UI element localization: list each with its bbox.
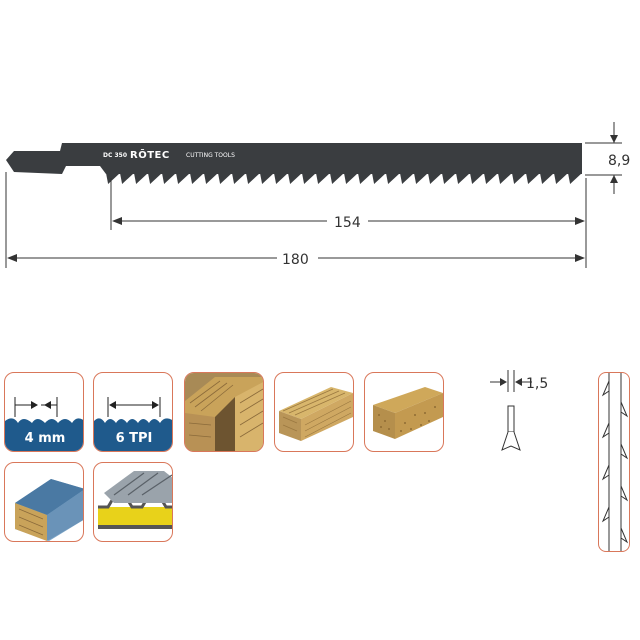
softwood-icon	[274, 372, 354, 452]
groove-wood-icon	[184, 372, 264, 452]
set-tooth	[601, 422, 610, 439]
blade-code: DC 350	[103, 152, 127, 159]
set-tooth	[620, 527, 629, 544]
set-tooth	[620, 443, 629, 460]
blade-teeth	[106, 173, 582, 184]
coated-board-icon	[4, 462, 84, 542]
blade-brand-suffix: CUTTING TOOLS	[186, 152, 235, 159]
total-length-dimension	[5, 172, 587, 268]
total-length-label: 180	[282, 252, 309, 268]
tooth-pitch-label: 4 mm	[24, 431, 66, 446]
sandwich-panel-icon	[93, 462, 173, 542]
thickness-diagram: 1,5	[490, 370, 548, 451]
set-teeth-icon	[598, 372, 630, 552]
thickness-label: 1,5	[526, 376, 548, 392]
set-tooth	[620, 401, 629, 418]
blade-drawing: DC 350 RŌTEC CUTTING TOOLS 8,9 154	[5, 122, 630, 268]
blade-body	[6, 143, 582, 174]
height-label: 8,9	[608, 153, 630, 169]
cut-length-label: 154	[334, 215, 361, 231]
set-tooth	[601, 380, 610, 397]
set-tooth	[620, 485, 629, 502]
tooth-pitch-icon: 4 mm	[4, 372, 84, 452]
tpi-label: 6 TPI	[115, 431, 153, 446]
set-tooth	[601, 464, 610, 481]
hardwood-icon	[364, 372, 444, 452]
tpi-icon: 6 TPI	[93, 372, 173, 452]
cut-length-dimension	[110, 178, 587, 230]
blade-brand: RŌTEC	[130, 148, 170, 161]
blade-tooth-row	[106, 173, 582, 184]
set-tooth	[601, 506, 610, 523]
